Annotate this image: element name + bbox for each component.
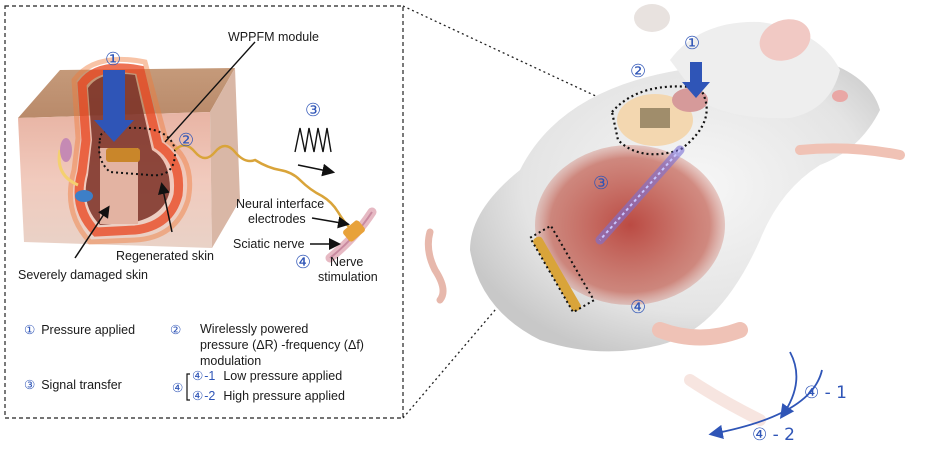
damaged-arrow	[74, 205, 110, 259]
legend-item-pressure: ① Pressure applied	[24, 322, 135, 338]
legend-text-2-line1: Wirelessly powered	[200, 322, 309, 336]
inset-marker-3: ③	[305, 100, 322, 121]
legend-item-low-pressure: ④-1 Low pressure applied	[192, 368, 342, 384]
connector-line-bottom	[402, 139, 641, 419]
stimulation-label-line2: stimulation	[318, 270, 378, 284]
legend-text-4a: Low pressure applied	[223, 369, 343, 383]
module-pointer	[164, 41, 256, 143]
motion-label-1: ④ - 1	[804, 383, 847, 403]
legend-suffix-4a: -1	[204, 369, 216, 383]
nerve-electrode-illustration	[325, 207, 377, 263]
electrodes-label-line2: electrodes	[248, 212, 306, 226]
sciatic-nerve-label: Sciatic nerve	[233, 237, 305, 251]
rat-marker-1: ①	[684, 33, 701, 54]
electrodes-arrow	[311, 216, 350, 229]
legend-num-2: ②	[170, 322, 182, 337]
regenerated-skin-label: Regenerated skin	[116, 249, 214, 263]
legend-text-3: Signal transfer	[41, 378, 122, 392]
damaged-skin-label: Severely damaged skin	[18, 268, 148, 282]
motion-label-2: ④ - 2	[752, 425, 795, 445]
legend-text-1: Pressure applied	[41, 323, 136, 337]
stimulation-label-line1: Nerve	[330, 255, 364, 269]
legend-item-signal: ③ Signal transfer	[24, 377, 122, 393]
rat-illustration	[424, 4, 905, 426]
legend-num-4a: ④	[192, 368, 204, 383]
legend-num-4b: ④	[192, 388, 204, 403]
pulse-waveform	[294, 127, 332, 153]
legend-item-modulation: ②	[170, 322, 187, 338]
legend-text-4b: High pressure applied	[223, 389, 345, 403]
legend-num-1: ①	[24, 322, 36, 337]
legend-bracket	[186, 373, 190, 401]
inset-marker-2: ②	[178, 130, 195, 151]
motion-arc-2	[708, 369, 823, 440]
connector-line-top	[402, 5, 631, 113]
rat-marker-2: ②	[630, 61, 647, 82]
legend-item-high-pressure: ④-2 High pressure applied	[192, 388, 345, 404]
inset-marker-1: ①	[105, 49, 122, 70]
legend-text-2-line3: modulation	[200, 354, 262, 368]
legend-text-2-line2: pressure (ΔR) -frequency (Δf)	[200, 338, 364, 352]
regenerated-arrow	[158, 182, 173, 233]
inset-marker-4: ④	[295, 252, 312, 273]
rat-marker-3: ③	[593, 173, 610, 194]
legend-num-3: ③	[24, 377, 36, 392]
legend-num-4: ④	[172, 380, 184, 395]
electrodes-label-line1: Neural interface	[236, 197, 325, 211]
skin-block-illustration	[18, 56, 240, 248]
legend-suffix-4b: -2	[204, 389, 216, 403]
rat-marker-4: ④	[630, 297, 647, 318]
signal-wire	[174, 144, 351, 229]
module-label: WPPFM module	[228, 30, 319, 44]
pulse-direction-arrow	[297, 163, 336, 177]
